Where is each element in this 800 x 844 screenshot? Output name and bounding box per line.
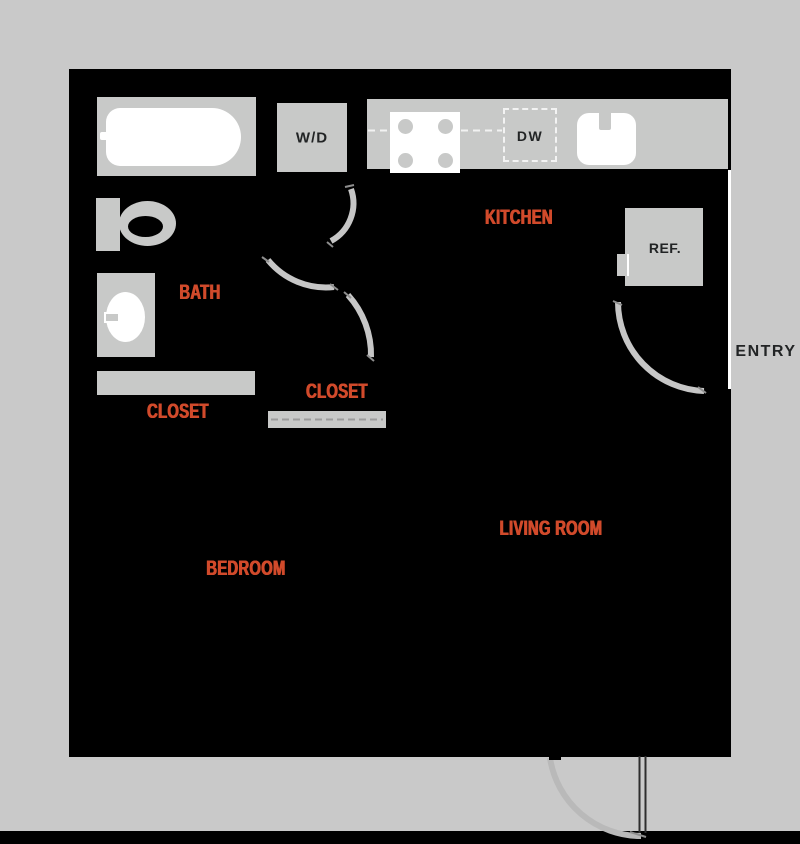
patio-door-arc (547, 757, 642, 840)
toilet-tank (96, 198, 120, 251)
refrigerator-handle (617, 254, 629, 276)
stove-burner (398, 119, 413, 134)
refrigerator-label: REF. (648, 240, 682, 256)
hall-closet-shelf (268, 411, 386, 428)
refrigerator-box (625, 208, 703, 286)
toilet-bowl-hole (128, 216, 163, 237)
floorplan-outline (69, 69, 731, 757)
room-label-closet-hall: CLOSET (306, 380, 368, 403)
room-label-closet-bath: CLOSET (147, 400, 209, 423)
washer-dryer-label: W/D (295, 129, 329, 147)
stove (390, 112, 460, 173)
vanity-faucet (104, 312, 120, 323)
washer-dryer-box (277, 103, 347, 172)
bath-closet-shelf (97, 371, 255, 395)
stove-burner (398, 153, 413, 168)
room-label-bath: BATH (179, 281, 221, 304)
entry-label: ENTRY (735, 343, 797, 360)
dishwasher-label: DW (516, 128, 544, 144)
bathtub-faucet (100, 132, 113, 140)
room-label-living-room: LIVING ROOM (499, 517, 603, 540)
stove-burner (438, 153, 453, 168)
stove-burner (438, 119, 453, 134)
dishwasher-box (503, 108, 557, 162)
room-label-kitchen: KITCHEN (485, 206, 553, 229)
kitchen-sink-faucet (599, 106, 611, 130)
bottom-border-band (0, 831, 800, 844)
room-label-bedroom: BEDROOM (206, 557, 286, 580)
bathtub (106, 108, 241, 166)
entry-door-opening (728, 170, 731, 389)
